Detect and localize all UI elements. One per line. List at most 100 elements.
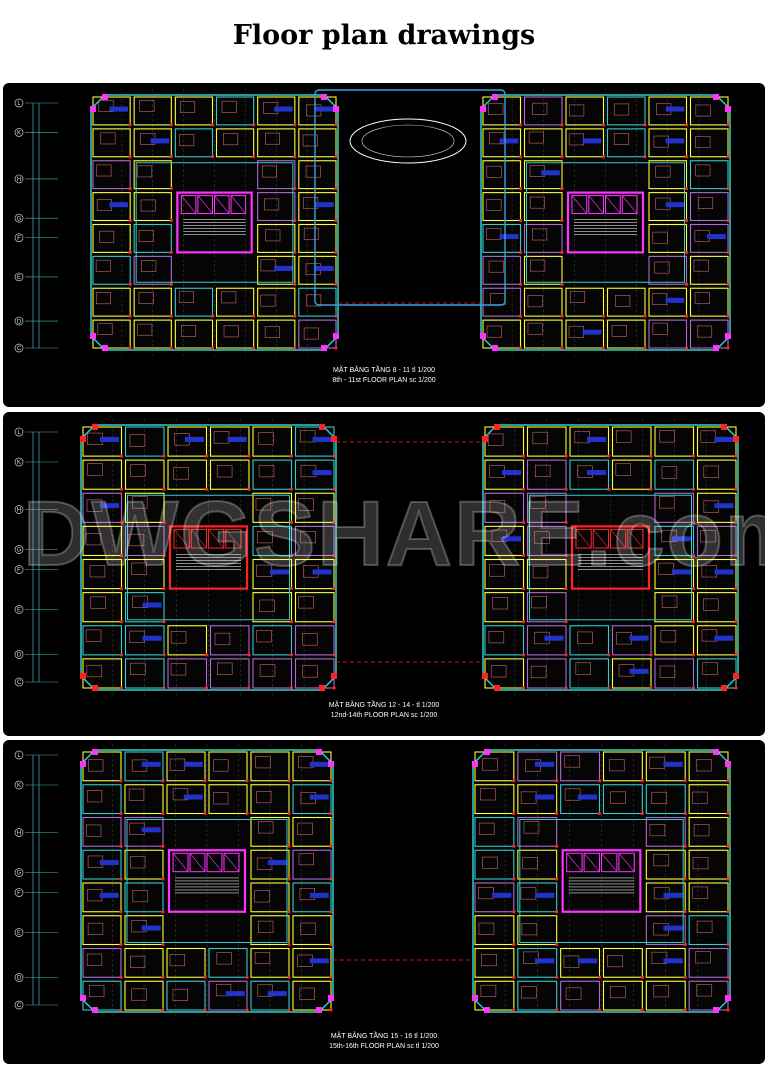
room: [523, 96, 563, 126]
room: [523, 287, 563, 317]
furniture: [258, 464, 275, 478]
furniture: [300, 922, 316, 935]
grid-axis-label: D: [17, 653, 22, 659]
room: [526, 492, 567, 523]
furniture: [488, 630, 505, 644]
furniture: [489, 564, 505, 577]
column-corner: [725, 995, 731, 1001]
room: [523, 160, 563, 190]
room: [166, 751, 206, 782]
column: [332, 454, 336, 458]
elevator: [601, 852, 618, 873]
column-corner: [725, 761, 731, 767]
furniture: [131, 496, 148, 509]
furniture: [649, 824, 666, 837]
room: [124, 592, 165, 623]
furniture: [564, 788, 581, 801]
room: [252, 592, 293, 623]
grid-axis-bubble: [14, 316, 24, 326]
room: [689, 287, 729, 317]
column: [162, 553, 166, 558]
column: [691, 454, 696, 458]
elevator: [225, 528, 242, 549]
furniture: [489, 500, 506, 513]
furniture: [130, 464, 146, 477]
atrium-ellipse-inner: [361, 124, 455, 158]
room-label-tag: [267, 991, 287, 997]
room: [250, 784, 290, 815]
column: [521, 454, 526, 458]
stair-elevator-core: [566, 191, 645, 254]
column-corner: [480, 106, 486, 112]
room: [474, 784, 515, 815]
elevator-cross: [214, 195, 230, 214]
elevator: [214, 195, 230, 215]
room: [602, 980, 643, 1011]
column: [161, 1008, 165, 1012]
column: [649, 487, 653, 491]
column: [726, 811, 730, 816]
room: [526, 658, 567, 689]
column: [734, 653, 738, 657]
furniture: [138, 292, 154, 304]
room-label-tag: [587, 470, 607, 476]
column: [684, 282, 689, 286]
furniture: [131, 562, 147, 575]
column: [601, 123, 606, 127]
room: [82, 816, 122, 847]
room: [654, 492, 695, 523]
room: [257, 96, 296, 126]
grid-axis-label: F: [17, 568, 21, 574]
furniture: [652, 231, 668, 244]
column-corner: [333, 106, 339, 112]
room: [569, 459, 610, 490]
room: [252, 658, 293, 689]
grid-axis-bubble: [14, 545, 24, 554]
room: [257, 223, 296, 253]
column: [329, 779, 333, 783]
room-label-tag: [315, 202, 334, 208]
column: [119, 942, 123, 947]
room: [215, 128, 255, 158]
grid-axis-label: E: [17, 275, 21, 281]
room: [688, 784, 729, 815]
furniture: [481, 953, 497, 967]
furniture: [531, 596, 547, 609]
column: [512, 877, 516, 881]
elevator-cross: [172, 853, 189, 872]
column: [555, 779, 559, 783]
furniture: [139, 100, 155, 112]
column: [169, 346, 173, 350]
room: [124, 947, 164, 978]
furniture: [659, 430, 675, 443]
room: [689, 192, 729, 222]
column: [329, 942, 333, 947]
column: [293, 250, 297, 254]
column: [734, 587, 738, 591]
furniture: [169, 954, 186, 967]
room: [484, 492, 525, 523]
room: [92, 255, 131, 285]
room: [292, 816, 332, 847]
room: [133, 96, 172, 126]
stair-elevator-core: [561, 849, 642, 913]
column: [560, 250, 564, 254]
room: [645, 784, 686, 815]
column: [162, 620, 166, 624]
furniture: [611, 324, 627, 337]
furniture: [137, 323, 153, 336]
column: [329, 975, 333, 979]
column: [597, 1008, 602, 1012]
room: [689, 160, 729, 190]
room: [209, 459, 250, 490]
column: [606, 653, 611, 657]
furniture: [651, 791, 668, 804]
room: [560, 980, 601, 1011]
elevator-cross: [173, 529, 190, 549]
column: [293, 314, 297, 318]
column: [162, 653, 166, 657]
furniture: [257, 984, 273, 997]
room: [526, 525, 567, 557]
